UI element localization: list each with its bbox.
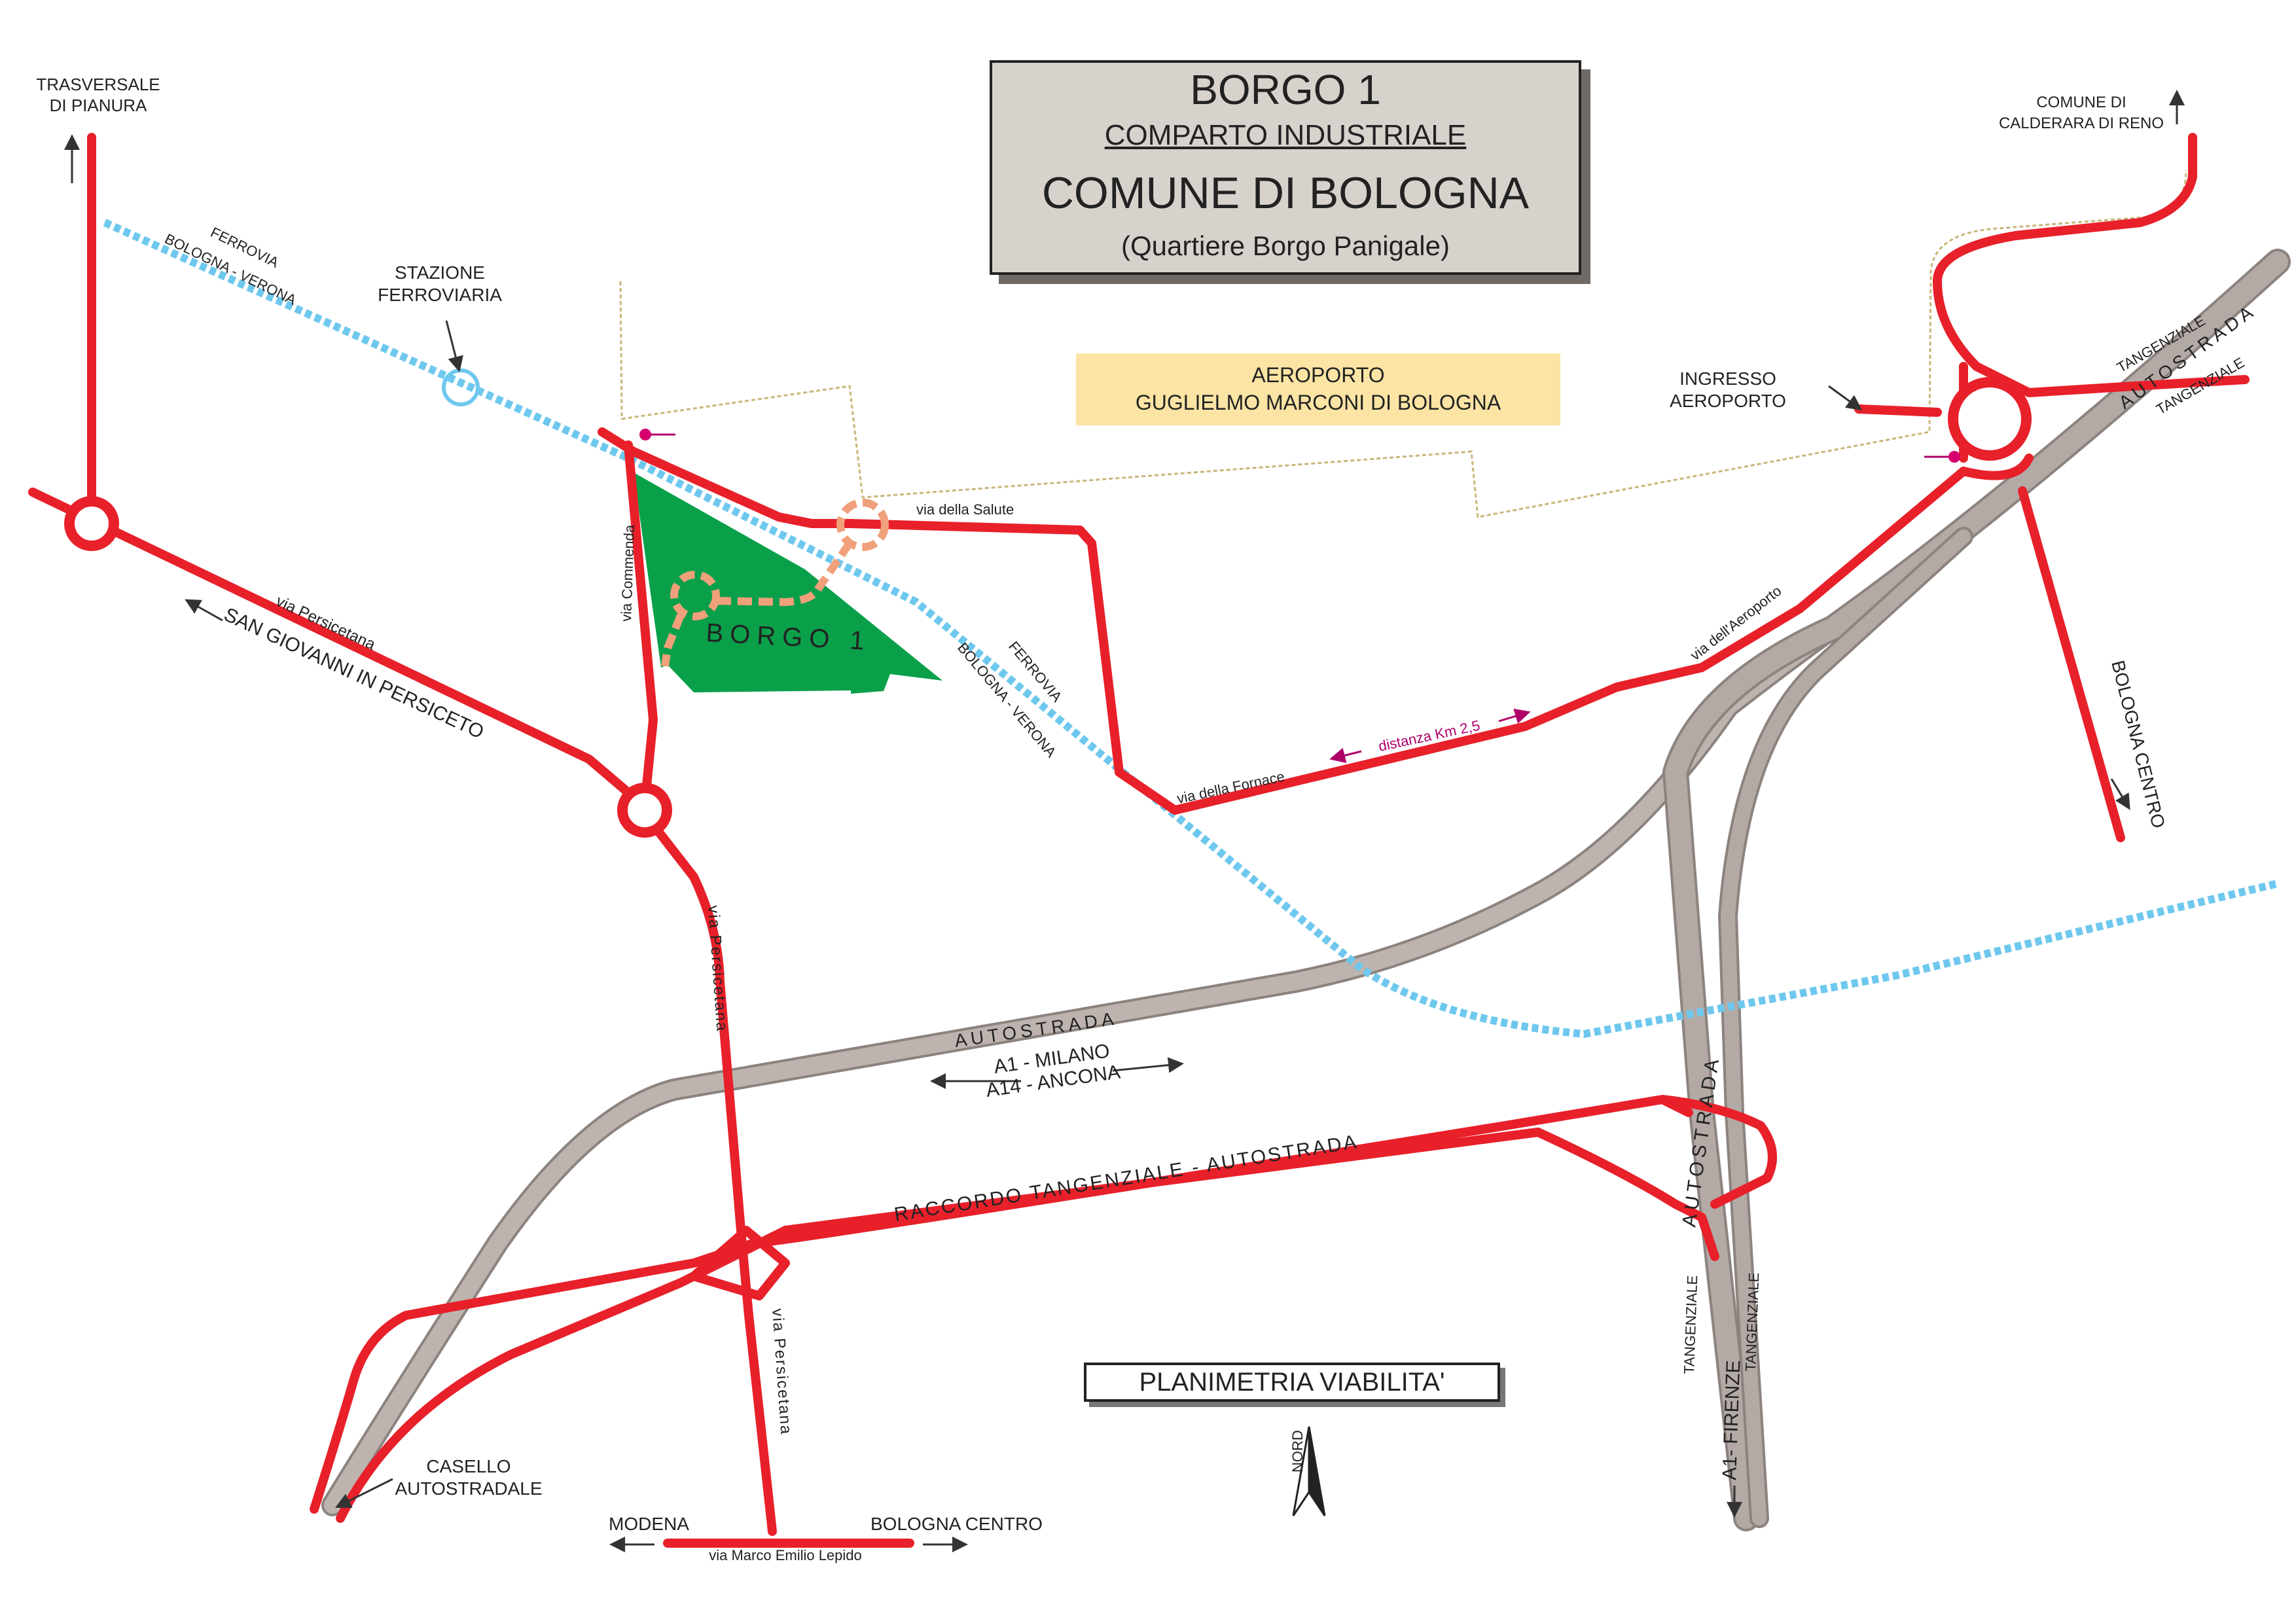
label-via-commenda: via Commenda xyxy=(618,524,637,622)
label-stazione-1: STAZIONE xyxy=(395,262,485,283)
title-box: BORGO 1 COMPARTO INDUSTRIALE COMUNE DI B… xyxy=(990,60,1581,275)
title-line-4: (Quartiere Borgo Panigale) xyxy=(1121,230,1450,261)
direction-arrows xyxy=(64,90,2185,1552)
label-tangenziale-s-2: TANGENZIALE xyxy=(1742,1272,1762,1372)
project-road xyxy=(661,499,889,667)
airport-label-box: AEROPORTO GUGLIELMO MARCONI DI BOLOGNA xyxy=(1076,353,1560,425)
label-tangenziale-s-1: TANGENZIALE xyxy=(1681,1275,1700,1374)
label-bologna-centro-south: BOLOGNA CENTRO xyxy=(870,1514,1043,1534)
label-via-lepido: via Marco Emilio Lepido xyxy=(709,1547,862,1563)
borgo-1-area xyxy=(634,473,942,694)
roundabouts xyxy=(64,377,2032,838)
label-a1-firenze: A1- FIRENZE xyxy=(1719,1360,1744,1480)
north-label: NORD xyxy=(1289,1430,1306,1472)
label-calderara-2: CALDERARA DI RENO xyxy=(1999,115,2164,132)
airport-line-2: GUGLIELMO MARCONI DI BOLOGNA xyxy=(1135,391,1501,414)
label-ingresso-1: INGRESSO xyxy=(1679,368,1776,389)
roundabout-airport xyxy=(1948,377,2032,461)
railway xyxy=(103,219,2279,1039)
label-calderara-1: COMUNE DI xyxy=(2036,94,2126,111)
label-raccordo: RACCORDO TANGENZIALE - AUTOSTRADA xyxy=(893,1131,1360,1226)
label-trasversale-1: TRASVERSALE xyxy=(36,75,160,94)
label-modena: MODENA xyxy=(609,1514,689,1534)
plan-label: PLANIMETRIA VIABILITA' xyxy=(1084,1363,1500,1402)
airport-line-1: AEROPORTO xyxy=(1251,363,1385,387)
label-casello-2: AUTOSTRADALE xyxy=(395,1478,542,1499)
label-san-giovanni: SAN GIOVANNI IN PERSICETO xyxy=(221,603,487,743)
label-via-salute: via della Salute xyxy=(916,501,1014,518)
title-line-3: COMUNE DI BOLOGNA xyxy=(1041,168,1530,218)
airport-boundary xyxy=(619,169,2187,518)
title-line-2-wrap: COMPARTO INDUSTRIALE xyxy=(992,119,1579,152)
label-via-persicetana-north: via Persicetana xyxy=(704,905,730,1033)
title-line-2: COMPARTO INDUSTRIALE xyxy=(1104,119,1467,151)
label-bologna-centro-east: BOLOGNA CENTRO xyxy=(2108,658,2169,830)
label-ingresso-2: AEROPORTO xyxy=(1670,391,1786,411)
roads xyxy=(28,133,2250,1548)
label-casello-1: CASELLO xyxy=(426,1456,511,1476)
distance-arrow xyxy=(1329,708,1531,764)
roundabout-trasversale xyxy=(64,496,119,551)
entrance-markers xyxy=(639,429,1960,463)
title-line-1: BORGO 1 xyxy=(1190,66,1381,113)
label-trasversale-2: DI PIANURA xyxy=(50,96,147,115)
label-ferrovia-4: BOLOGNA - VERONA xyxy=(954,639,1060,760)
roundabout-persicetana xyxy=(617,783,672,838)
label-stazione-2: FERROVIARIA xyxy=(378,285,502,305)
label-via-persicetana-south: via Persicetana xyxy=(768,1308,795,1436)
north-arrow: NORD xyxy=(1289,1426,1326,1516)
